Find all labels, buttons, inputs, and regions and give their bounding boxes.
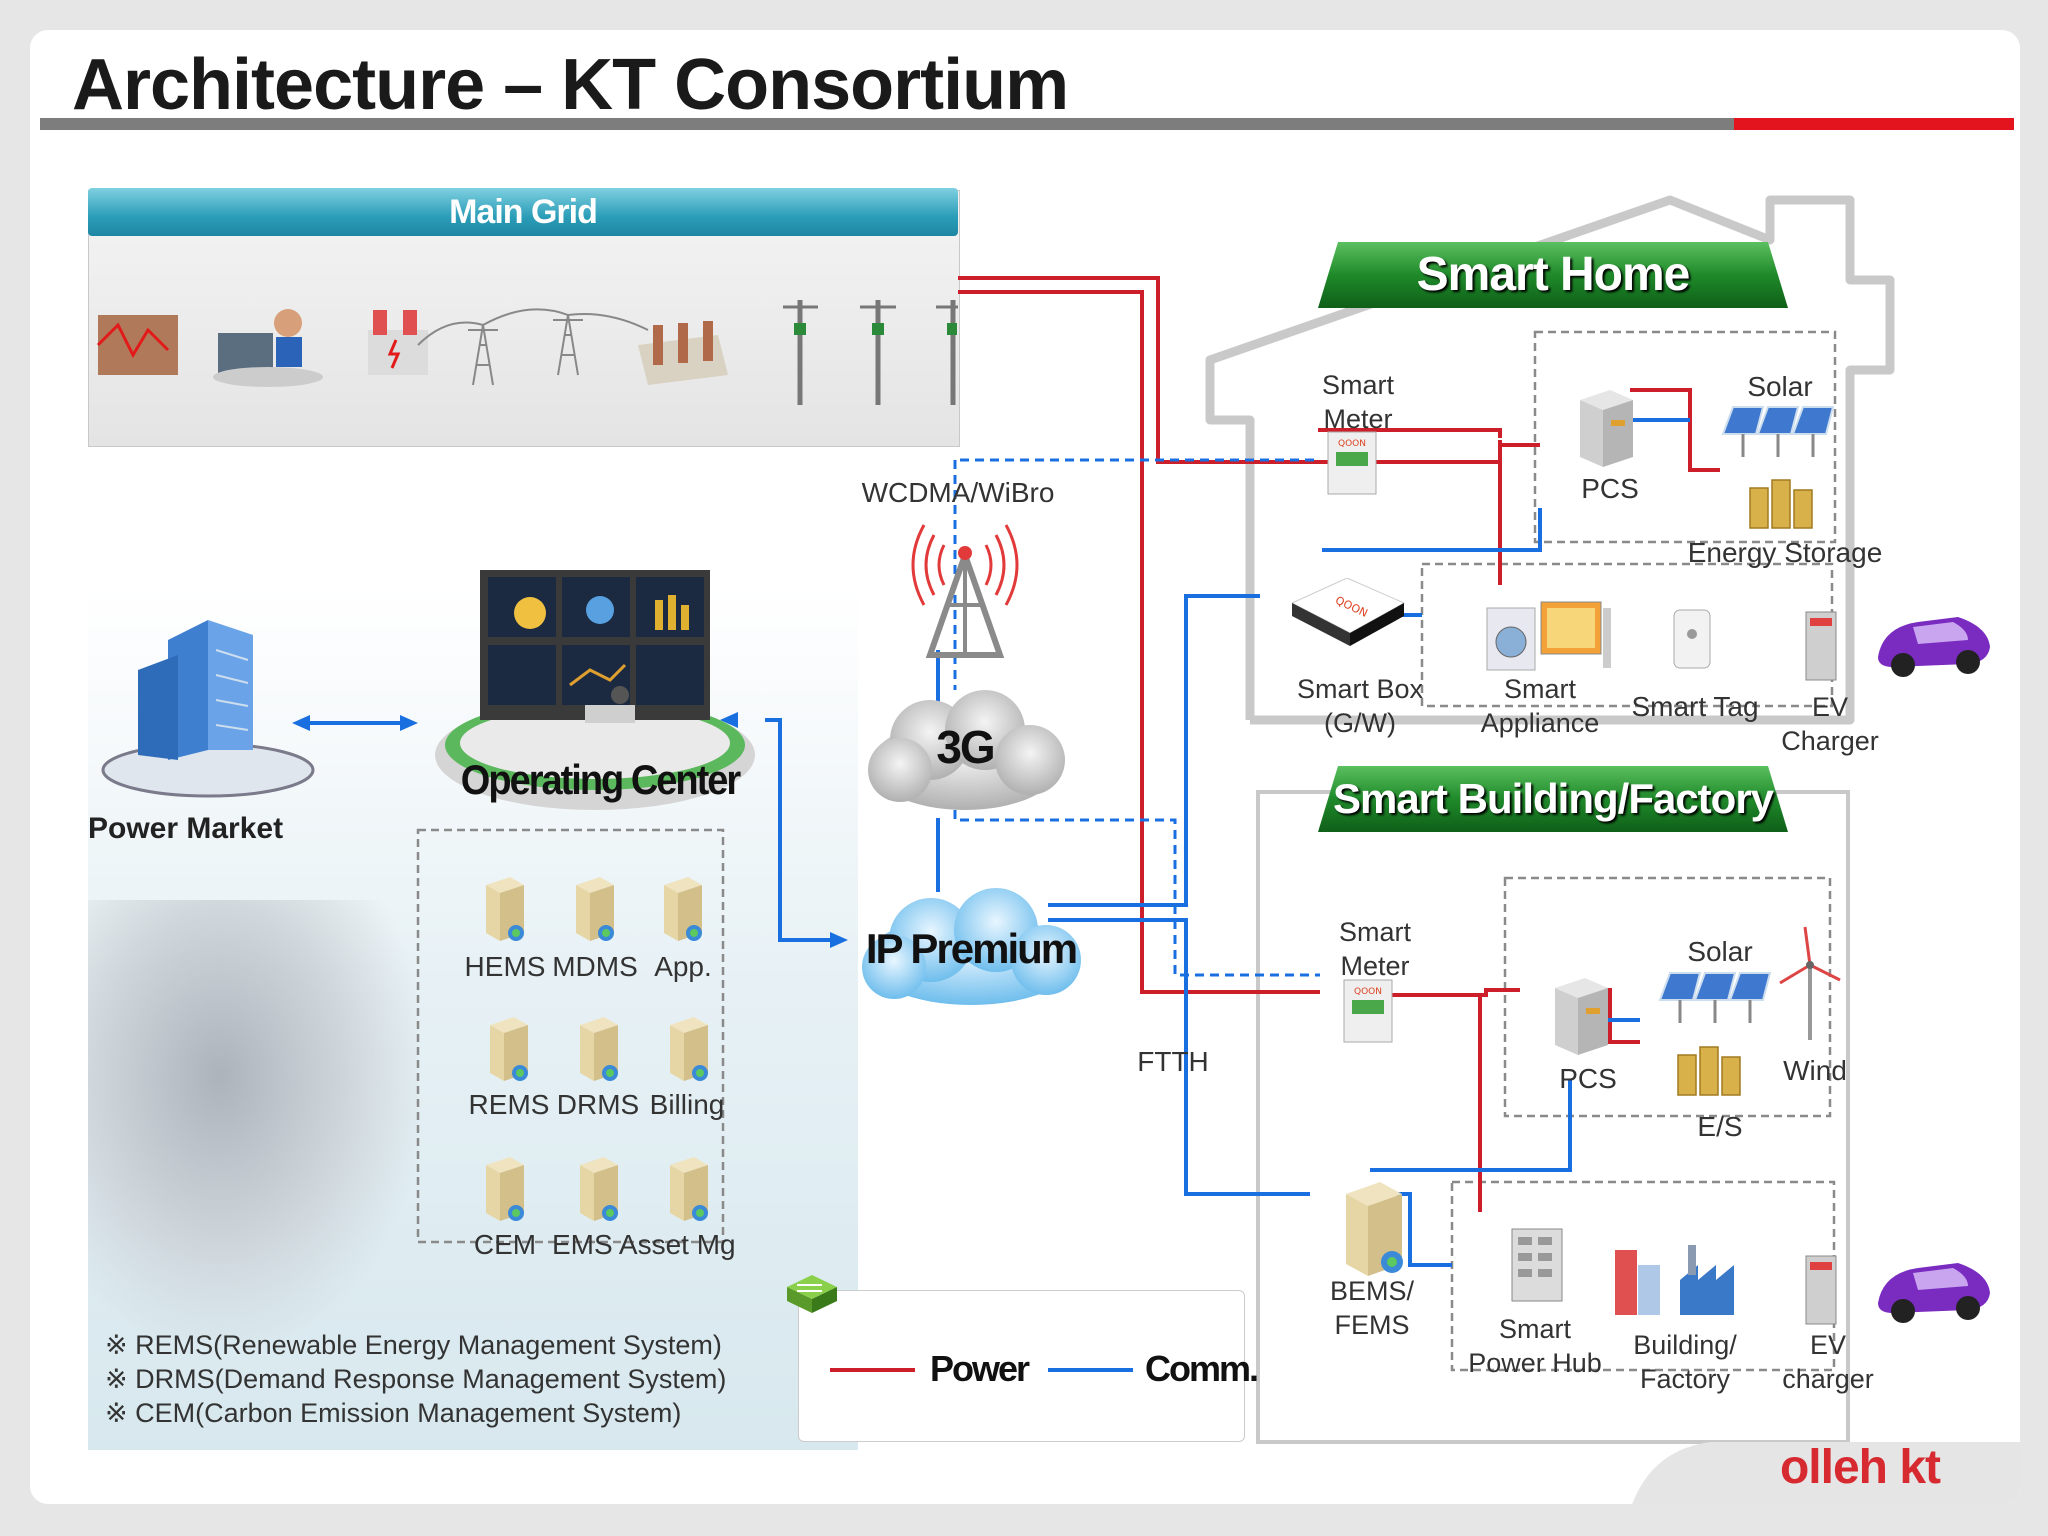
- server-label-rems: REMS: [468, 1089, 550, 1120]
- title-underline: [40, 118, 1748, 130]
- server-icon: [670, 1157, 708, 1221]
- power-plant-icon: [96, 315, 178, 375]
- connection-lines: [292, 276, 1720, 1267]
- smart-building-title: Smart Building/Factory: [1332, 775, 1774, 822]
- server-icon: [664, 877, 702, 941]
- smart-home-banner: [1318, 242, 1788, 308]
- people-photo: [88, 900, 418, 1340]
- home-smart-appliance-label: Smart Appliance: [1480, 674, 1600, 738]
- main-grid-banner: Main Grid: [88, 188, 958, 236]
- bldg-solar-label: Solar: [1687, 936, 1753, 967]
- svg-text:QOON: QOON: [1354, 987, 1382, 997]
- energy-storage-icon: [1749, 479, 1813, 529]
- bldg-power-hub-label: Smart Power Hub: [1468, 1314, 1602, 1378]
- electric-car-icon: [1878, 617, 1990, 677]
- ev-charger-icon: [1805, 611, 1837, 681]
- legend-comm-label: Comm.: [1145, 1348, 1259, 1389]
- main-grid-icons: [96, 300, 958, 405]
- server-icon: [580, 1017, 618, 1081]
- smart-home-house: [416, 195, 1895, 1444]
- legend-power-label: Power: [930, 1348, 1030, 1389]
- legend-box: [798, 1290, 1245, 1442]
- home-ev-charger-label: EV Charger: [1781, 692, 1879, 756]
- cloud-3g-label: 3G: [936, 721, 995, 773]
- operating-center-label: Operating Center: [460, 757, 741, 805]
- cloud-ip-label: IP Premium: [865, 925, 1078, 972]
- server-icon: [486, 1157, 524, 1221]
- server-icon: [670, 1017, 708, 1081]
- home-smart-meter-label: Smart Meter: [1321, 370, 1394, 434]
- legend-power-line: [830, 1368, 915, 1372]
- energy-storage-icon: [1677, 1046, 1741, 1096]
- operator-icon: [213, 309, 323, 387]
- bldg-building-factory-label: Building/ Factory: [1633, 1330, 1737, 1394]
- server-icon: [580, 1157, 618, 1221]
- bldg-smart-meter-label: Smart Meter: [1338, 917, 1411, 981]
- substation-icon: [368, 310, 428, 375]
- power-market-label: Power Market: [88, 812, 284, 845]
- electric-car-icon: [1878, 1263, 1990, 1323]
- pcs-icon: [1555, 978, 1608, 1055]
- footnote-cem: ※ CEM(Carbon Emission Management System): [105, 1398, 682, 1428]
- home-smart-box-label: Smart Box (G/W): [1296, 674, 1424, 738]
- svg-text:QOON: QOON: [1338, 439, 1366, 449]
- smart-building-banner: [1318, 766, 1788, 832]
- power-market-icon: [101, 620, 315, 798]
- olleh-kt-logo: [1632, 1442, 2020, 1504]
- home-pcs-label: PCS: [1581, 473, 1639, 504]
- server-icon: [486, 877, 524, 941]
- operating-center-icon: [435, 570, 755, 810]
- server-label-mdms: MDMS: [552, 951, 638, 982]
- cloud-ip-icon: [862, 888, 1081, 1005]
- server-icon: [576, 877, 614, 941]
- transmission-tower-icon: [417, 308, 649, 386]
- power-hub-icon: [1511, 1228, 1563, 1302]
- bldg-bems-label: BEMS/ FEMS: [1329, 1276, 1415, 1340]
- logo-text: olleh kt: [1779, 1441, 1941, 1494]
- slide: Architecture – KT Consortium Main Grid S…: [30, 30, 2020, 1504]
- bems-server-icon: [1346, 1182, 1403, 1276]
- solar-panel-icon: [1658, 972, 1772, 1023]
- smart-home-title: Smart Home: [1416, 248, 1691, 301]
- pcs-icon: [1580, 390, 1633, 467]
- title-underline-accent: [1734, 118, 2014, 130]
- ev-charger-icon: [1805, 1255, 1837, 1325]
- server-label-ems-asset: EMS Asset Mg: [552, 1229, 736, 1260]
- bldg-wind-label: Wind: [1783, 1055, 1847, 1086]
- home-smart-tag-label: Smart Tag: [1631, 691, 1759, 722]
- smart-tag-icon: [1673, 609, 1711, 669]
- smart-meter-icon: QOON: [1343, 979, 1393, 1043]
- main-grid-label: Main Grid: [449, 193, 598, 231]
- server-label-cem: CEM: [473, 1229, 537, 1260]
- smart-appliance-icon: [1486, 601, 1611, 671]
- page-title: Architecture – KT Consortium: [72, 45, 1069, 125]
- antenna-icon: [911, 524, 1019, 658]
- smart-box-icon: QOON: [1292, 578, 1406, 646]
- legend-comm-line: [1048, 1368, 1133, 1372]
- wireless-label: WCDMA/WiBro: [861, 477, 1055, 508]
- legend-stack-icon: [787, 1275, 837, 1313]
- solar-panel-icon: [1721, 406, 1835, 457]
- utility-pole-icon: [797, 300, 956, 405]
- server-label-app: App.: [654, 951, 712, 982]
- home-energy-storage-label: Energy Storage: [1687, 537, 1883, 568]
- bldg-ev-charger-label: EV charger: [1782, 1330, 1874, 1394]
- cloud-3g-icon: [868, 690, 1065, 810]
- bldg-pcs-label: PCS: [1559, 1063, 1617, 1094]
- server-label-drms: DRMS: [556, 1089, 640, 1120]
- transformer-icon: [638, 321, 728, 385]
- server-icon: [490, 1017, 528, 1081]
- smart-meter-icon: QOON: [1327, 431, 1377, 495]
- building-factory-icon: [1615, 1245, 1734, 1315]
- home-solar-label: Solar: [1747, 371, 1813, 402]
- wind-turbine-icon: [1779, 926, 1841, 1040]
- ftth-label: FTTH: [1137, 1046, 1209, 1077]
- server-label-billing: Billing: [649, 1089, 725, 1120]
- server-label-hems: HEMS: [464, 951, 546, 982]
- footnote-drms: ※ DRMS(Demand Response Management System…: [105, 1364, 727, 1394]
- footnote-rems: ※ REMS(Renewable Energy Management Syste…: [105, 1330, 722, 1360]
- bldg-es-label: E/S: [1697, 1111, 1743, 1142]
